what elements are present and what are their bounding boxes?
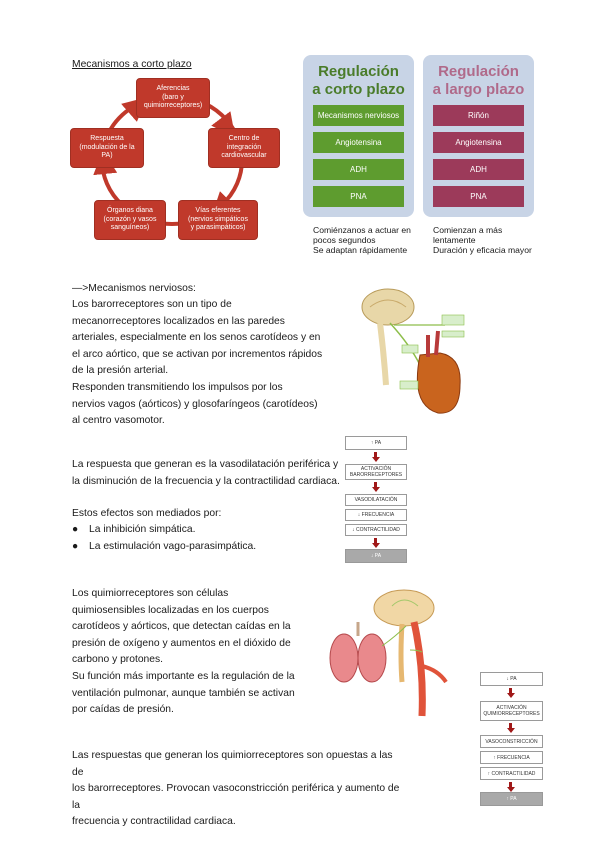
baroreceptor-anatomy-illustration: [350, 285, 468, 425]
arrow-down-icon: [507, 693, 515, 698]
text-line: Los quimiorreceptores son células: [72, 588, 229, 599]
flow1-bottom-box: ↓ PA: [345, 549, 407, 563]
text-line: arteriales, especialmente en los senos c…: [72, 332, 321, 344]
cycle-node-target-organs-label: Órganos diana (corazón y vasos sanguíneo…: [103, 207, 157, 232]
text-line: de la presión arterial.: [72, 365, 169, 377]
flow2-activation-box: ACTIVACIÓN QUIMIORRECEPTORES: [480, 701, 543, 721]
cycle-node-efferents-label: Vías eferentes (nervios simpáticos y par…: [188, 207, 248, 232]
text-line: frecuencia y contractilidad cardiaca.: [72, 816, 236, 828]
flowchart-baroreceptors: ↑ PA ACTIVACIÓN BARORRECEPTORES VASODILA…: [345, 436, 407, 564]
flowchart-chemoreceptors: ↓ PA ACTIVACIÓN QUIMIORRECEPTORES VASOCO…: [480, 672, 543, 806]
text-line: al centro vasomotor.: [72, 415, 165, 427]
arrow-down-icon: [374, 538, 377, 543]
arrow-down-icon: [509, 688, 512, 693]
arrow-down-icon: [374, 482, 377, 487]
flow2-effect-box: ↑ FRECUENCIA: [480, 751, 543, 764]
text-line: Las respuestas que generan los quimiorre…: [72, 750, 393, 778]
cycle-node-efferents: Vías eferentes (nervios simpáticos y par…: [178, 200, 258, 240]
arrow-down-icon: [372, 543, 380, 548]
arrow-down-icon: [374, 452, 377, 457]
text-line: mecanorreceptores localizados en las par…: [72, 315, 285, 327]
arrow-down-icon: [509, 782, 512, 787]
arrow-down-icon: [507, 728, 515, 733]
text-line: nervios vagos (aórticos) y glosofaríngeo…: [72, 398, 318, 410]
long-term-item: Angiotensina: [433, 132, 524, 153]
section-heading-short-term: Mecanismos a corto plazo: [72, 59, 192, 70]
mediated-intro: Estos efectos son mediados por:: [72, 508, 222, 519]
cycle-node-integration-label: Centro de integración cardiovascular: [221, 135, 267, 160]
cycle-node-afferents-label: Aferencias (baro y quimiorreceptores): [143, 85, 203, 110]
cycle-node-afferents: Aferencias (baro y quimiorreceptores): [136, 78, 210, 118]
text-line: carotídeos y aórticos, que detectan caíd…: [72, 621, 291, 633]
text-line: quimiosensibles localizadas en los cuerp…: [72, 604, 269, 616]
long-term-caption: Comienzan a más lentamente Duración y ef…: [433, 225, 532, 255]
chemoreceptor-anatomy-illustration: [322, 586, 464, 718]
text-line: carbono y protones.: [72, 654, 164, 666]
text-line: Responden transmitiendo los impulsos por…: [72, 381, 283, 393]
cycle-node-target-organs: Órganos diana (corazón y vasos sanguíneo…: [94, 200, 166, 240]
short-term-item: Angiotensina: [313, 132, 404, 153]
long-term-item: PNA: [433, 186, 524, 207]
short-term-item: ADH: [313, 159, 404, 180]
flow1-effect-box: ↓ FRECUENCIA: [345, 509, 407, 521]
text-line: los barorreceptores. Provocan vasoconstr…: [72, 783, 400, 811]
cycle-node-response-label: Respuesta (modulación de la PA): [79, 135, 135, 160]
panel-long-term-title: Regulación a largo plazo: [432, 63, 525, 98]
bullet-icon: ●: [72, 524, 79, 535]
flow2-bottom-box: ↑ PA: [480, 792, 543, 806]
flow1-effect-box: VASODILATACIÓN: [345, 494, 407, 506]
baro-response-paragraph: La respuesta que generan es la vasodilat…: [72, 457, 347, 490]
bullet-icon: ●: [72, 540, 79, 552]
flow1-activation-box: ACTIVACIÓN BARORRECEPTORES: [345, 464, 407, 480]
text-line: presión de oxígeno y aumentos en el dióx…: [72, 637, 291, 649]
list-item-label: La estimulación vago-parasimpática.: [89, 540, 257, 552]
flow2-top-box: ↓ PA: [480, 672, 543, 686]
mediated-list: ● La inhibición simpática. ● La estimulaci…: [72, 522, 256, 555]
short-term-caption: Comiénzanos a actuar en pocos segundos S…: [313, 225, 411, 255]
text-line: por caídas de presión.: [72, 704, 174, 716]
text-line: Su función más importante es la regulaci…: [72, 670, 295, 682]
chemo-response-paragraph: Las respuestas que generan los quimiorre…: [72, 748, 402, 831]
text-line: La respuesta que generan es la vasodilat…: [72, 459, 339, 470]
flow1-effect-box: ↓ CONTRACTILIDAD: [345, 524, 407, 536]
nervous-heading: —>Mecanismos nerviosos:: [72, 283, 196, 294]
short-term-item: Mecanismos nerviosos: [313, 105, 404, 126]
panel-short-term: Regulación a corto plazo Mecanismos nerv…: [303, 55, 414, 217]
long-term-item: ADH: [433, 159, 524, 180]
text-line: ventilación pulmonar, aunque también se …: [72, 687, 295, 699]
text-line: la disminución de la frecuencia y la con…: [72, 475, 340, 487]
list-item-label: La inhibición simpática.: [89, 524, 196, 535]
list-item: ● La estimulación vago-parasimpática.: [72, 539, 256, 556]
chemoreceptor-anatomy-icon: [322, 586, 464, 718]
flow2-effect-box: ↑ CONTRACTILIDAD: [480, 767, 543, 780]
arrow-down-icon: [372, 487, 380, 492]
short-term-item: PNA: [313, 186, 404, 207]
text-line: Los barorreceptores son un tipo de: [72, 299, 232, 310]
chemo-paragraph: Los quimiorreceptores son células quimio…: [72, 586, 317, 719]
arrow-down-icon: [507, 787, 515, 792]
flow2-effect-box: VASOCONSTRICCIÓN: [480, 735, 543, 748]
baroreceptor-anatomy-icon: [361, 288, 465, 414]
nervous-paragraph: Los barorreceptores son un tipo de mecan…: [72, 297, 342, 430]
arrow-down-icon: [509, 723, 512, 728]
panel-short-term-title: Regulación a corto plazo: [312, 63, 405, 98]
list-item: ● La inhibición simpática.: [72, 522, 256, 539]
text-line: el arco aórtico, que se activan por incr…: [72, 348, 323, 360]
cycle-node-response: Respuesta (modulación de la PA): [70, 128, 144, 168]
panel-long-term: Regulación a largo plazo Riñón Angiotens…: [423, 55, 534, 217]
long-term-item: Riñón: [433, 105, 524, 126]
flow1-top-box: ↑ PA: [345, 436, 407, 450]
cycle-diagram: Aferencias (baro y quimiorreceptores) Ce…: [60, 72, 292, 244]
arrow-down-icon: [372, 457, 380, 462]
cycle-node-integration: Centro de integración cardiovascular: [208, 128, 280, 168]
